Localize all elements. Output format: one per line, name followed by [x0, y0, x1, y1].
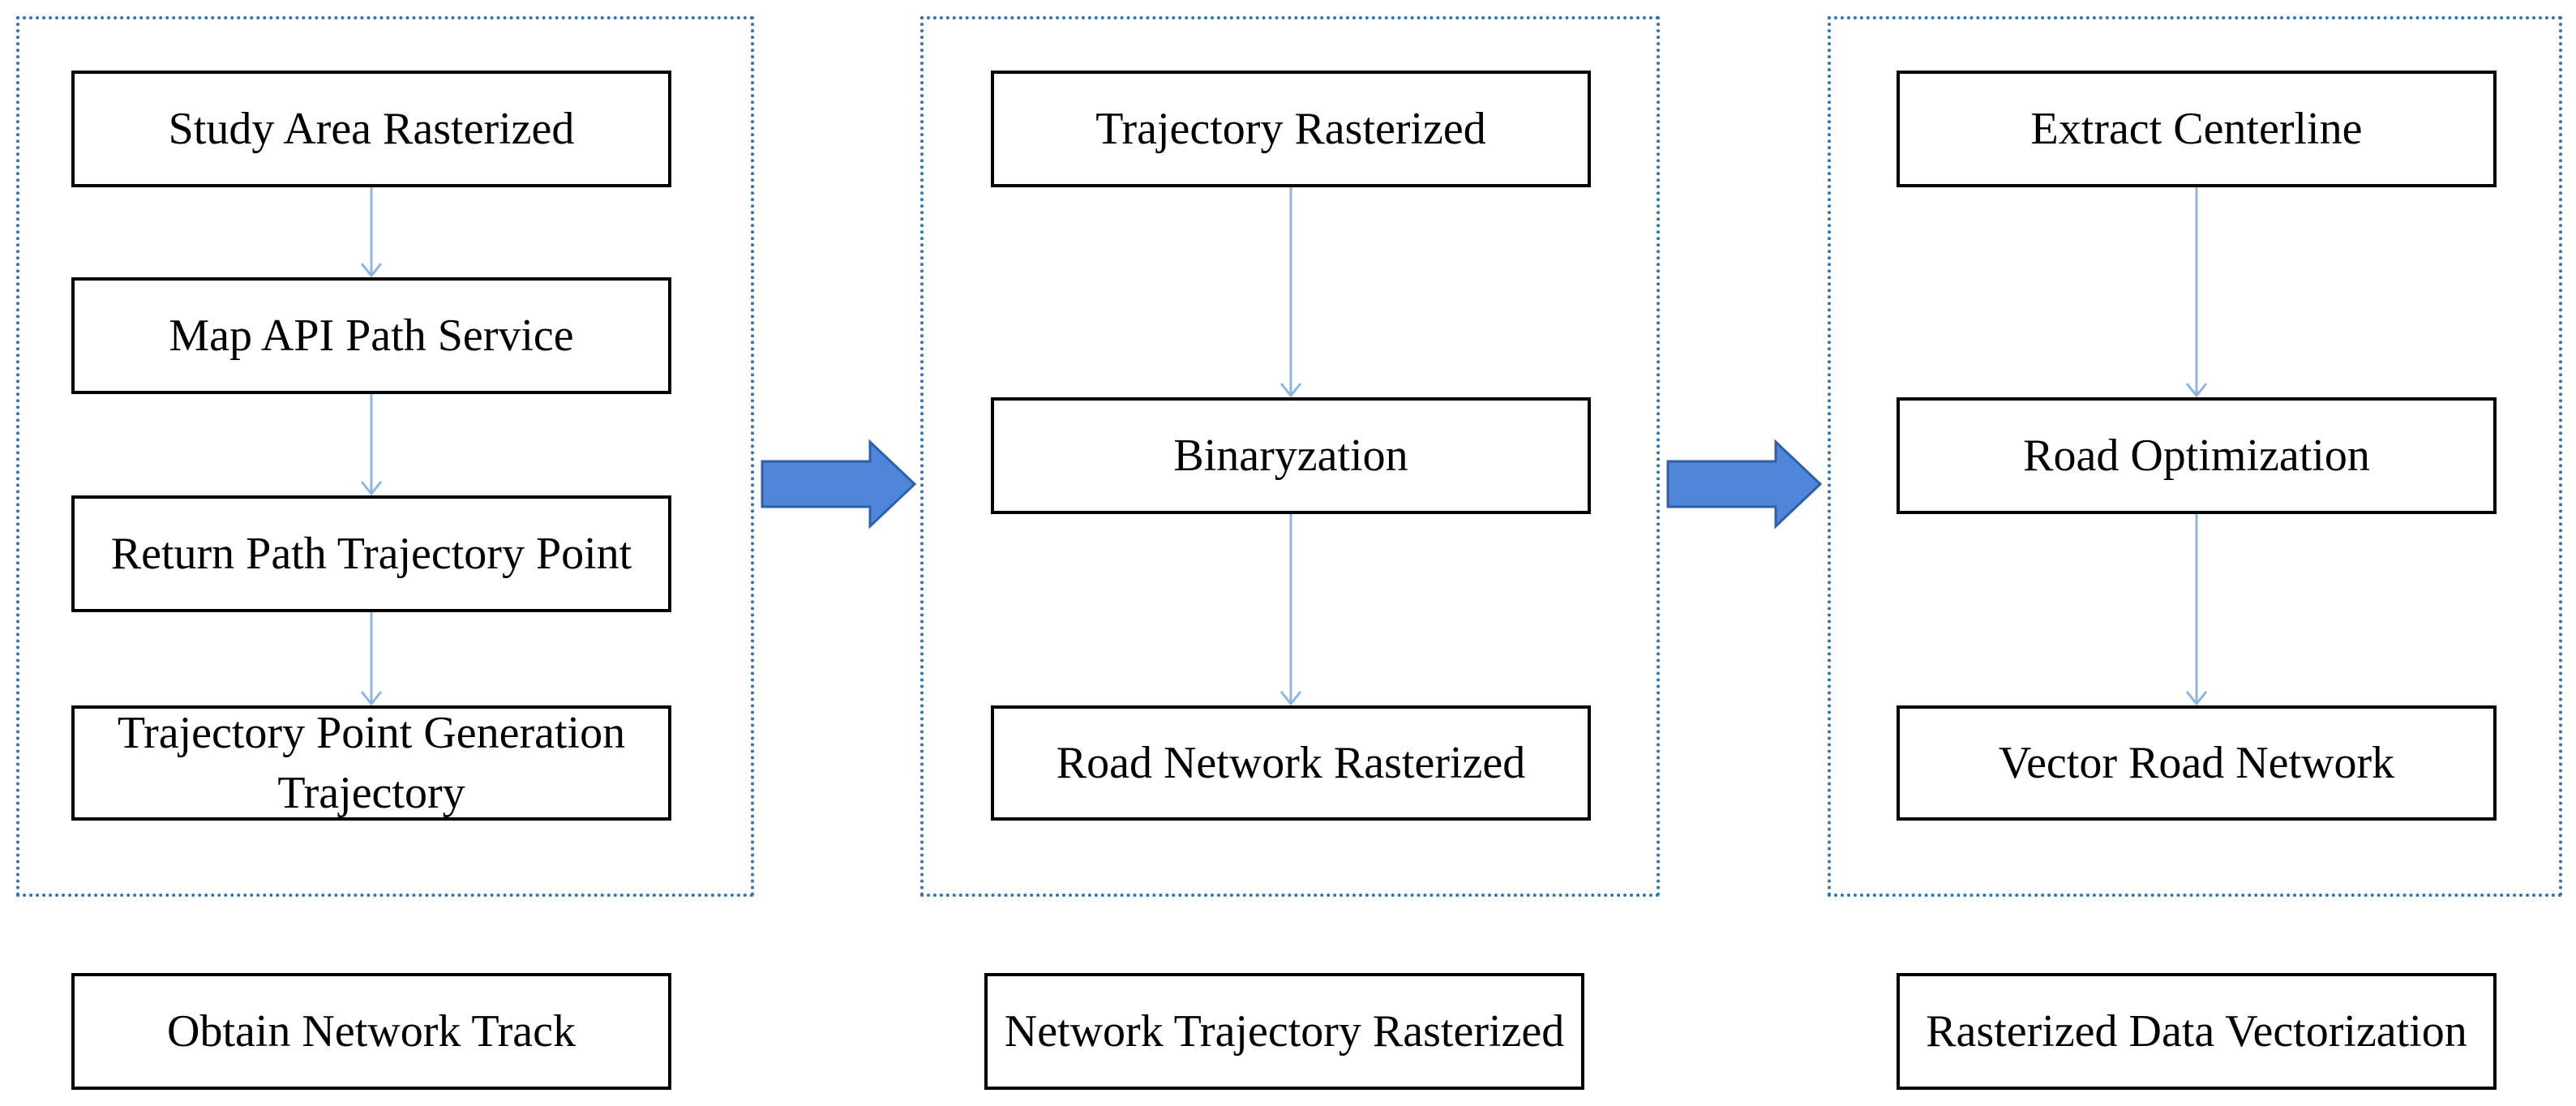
- step-label: Study Area Rasterized: [168, 104, 575, 154]
- step-label: Map API Path Service: [169, 311, 574, 361]
- stage3-step-road-optimization: Road Optimization: [1897, 397, 2497, 514]
- stage2-step-trajectory-rasterized: Trajectory Rasterized: [991, 71, 1591, 187]
- stage1-panel: [16, 16, 754, 897]
- stage1-step-trajectory-point-generation: Trajectory Point Generation Trajectory: [71, 705, 671, 821]
- step-label: Road Optimization: [2023, 431, 2370, 481]
- step-label: Trajectory Point Generation Trajectory: [117, 708, 626, 818]
- stage-arrow-2-to-3: [1666, 439, 1823, 529]
- stage1-step-study-area-rasterized: Study Area Rasterized: [71, 71, 671, 187]
- stage1-step-map-api-path-service: Map API Path Service: [71, 277, 671, 394]
- stage2-step-binaryzation: Binaryzation: [991, 397, 1591, 514]
- stage3-caption: Rasterized Data Vectorization: [1897, 973, 2497, 1090]
- step-label: Road Network Rasterized: [1056, 738, 1526, 788]
- stage2-panel: [920, 16, 1660, 897]
- stage2-step-road-network-rasterized: Road Network Rasterized: [991, 705, 1591, 821]
- step-label: Extract Centerline: [2030, 104, 2363, 154]
- stage1-caption: Obtain Network Track: [71, 973, 671, 1090]
- stage3-panel: [1828, 16, 2562, 897]
- step-label: Binaryzation: [1173, 431, 1408, 481]
- stage1-step-return-path-trajectory-point: Return Path Trajectory Point: [71, 495, 671, 612]
- step-label: Return Path Trajectory Point: [110, 529, 632, 579]
- stage2-caption: Network Trajectory Rasterized: [984, 973, 1584, 1090]
- caption-label: Rasterized Data Vectorization: [1926, 1006, 2467, 1057]
- caption-label: Network Trajectory Rasterized: [1004, 1006, 1565, 1057]
- caption-label: Obtain Network Track: [167, 1006, 576, 1057]
- step-label: Trajectory Rasterized: [1095, 104, 1486, 154]
- step-label: Vector Road Network: [1998, 738, 2395, 788]
- stage3-step-vector-road-network: Vector Road Network: [1897, 705, 2497, 821]
- stage3-step-extract-centerline: Extract Centerline: [1897, 71, 2497, 187]
- stage-arrow-1-to-2: [761, 439, 917, 529]
